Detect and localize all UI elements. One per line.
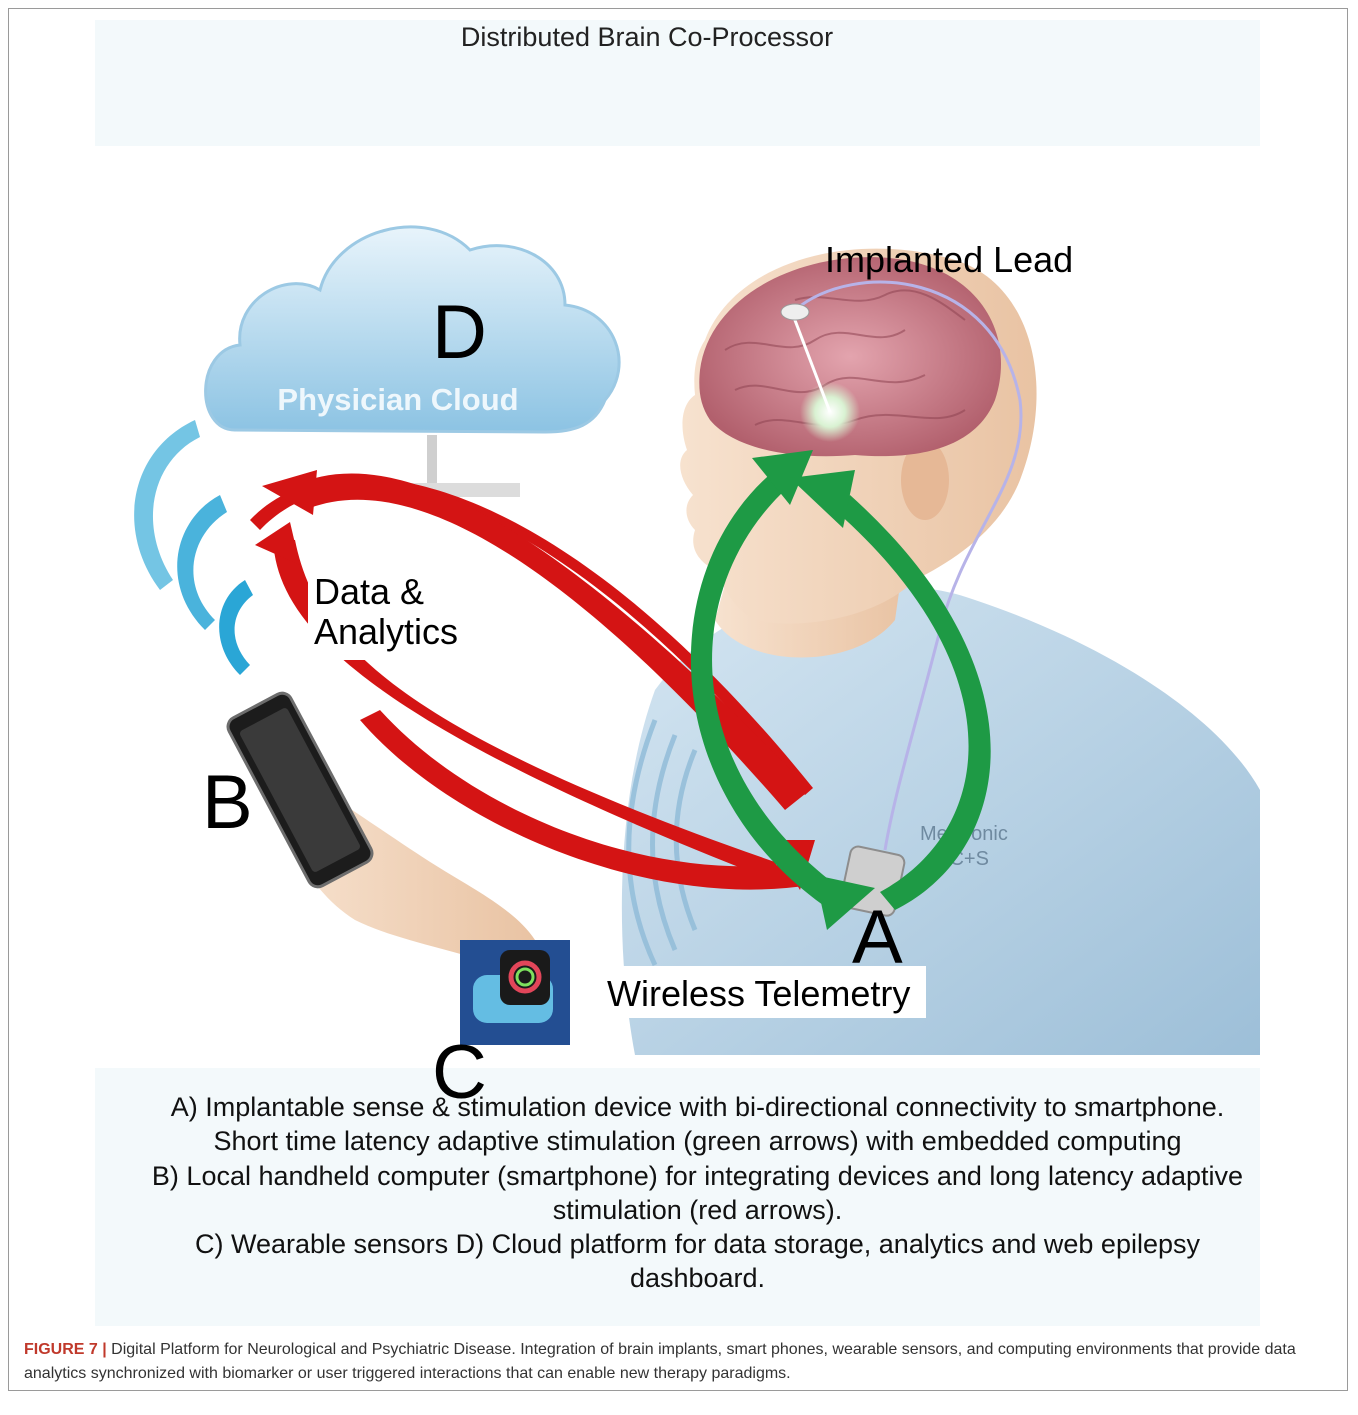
- figure-caption: FIGURE 7 | Digital Platform for Neurolog…: [24, 1338, 1334, 1385]
- green-arrowhead-right: [790, 470, 855, 528]
- label-wireless-telemetry: Wireless Telemetry: [607, 973, 911, 1014]
- wifi-icon: [134, 420, 253, 675]
- watch-face: [500, 950, 550, 1005]
- label-implanted-lead: Implanted Lead: [825, 239, 1074, 280]
- wireless-box: [598, 966, 926, 1018]
- green-arrow-left-body: [690, 470, 840, 910]
- illustration: Medtronic RC+S Physician Cloud: [134, 225, 1260, 1055]
- label-cloud-letter: D: [432, 290, 487, 375]
- label-device-letter: A: [852, 895, 903, 980]
- caption-text: Digital Platform for Neurological and Ps…: [24, 1341, 1296, 1382]
- figure-title: Distributed Brain Co-Processor: [460, 22, 834, 52]
- label-watch-letter: C: [432, 1030, 487, 1115]
- lead-cable: [794, 280, 1023, 851]
- red-arrow-top-body: [295, 473, 810, 810]
- cloud-shape: [204, 225, 621, 434]
- label-data-analytics-2: Analytics: [314, 611, 459, 652]
- description-cd: C) Wearable sensors D) Cloud platform fo…: [195, 1229, 1200, 1294]
- red-arrowhead-left: [255, 522, 300, 565]
- green-arrow-right-body: [837, 495, 991, 910]
- red-arrow-outer: [250, 477, 813, 795]
- description-band: [95, 1068, 1260, 1326]
- red-arrowhead-top: [262, 470, 317, 515]
- brain: [699, 257, 1001, 457]
- person-shirt: [621, 585, 1260, 1055]
- title-band: [95, 20, 1260, 146]
- cloud-stand-pole: [427, 435, 437, 485]
- data-analytics-box: [308, 568, 466, 660]
- label-data-analytics-1: Data &: [314, 571, 425, 612]
- person-ear: [901, 440, 949, 520]
- lead-burr-cap: [780, 303, 810, 321]
- lead-wire: [791, 314, 832, 413]
- green-arrowhead-device: [815, 875, 875, 930]
- description-a: A) Implantable sense & stimulation devic…: [170, 1092, 1225, 1157]
- description: A) Implantable sense & stimulation devic…: [150, 1090, 1245, 1296]
- smartphone-screen: [240, 708, 360, 872]
- red-arrow-bottom-body: [360, 710, 810, 890]
- watch-ring: [508, 960, 542, 994]
- label-phone-letter: B: [202, 760, 253, 845]
- green-arrowhead-left: [752, 450, 813, 505]
- caption-label: FIGURE 7 |: [24, 1341, 107, 1358]
- green-arrows: [690, 450, 991, 930]
- cloud-name: Physician Cloud: [277, 382, 518, 417]
- figure-frame: [8, 8, 1348, 1391]
- red-arrow-left-body: [273, 537, 785, 885]
- description-b: B) Local handheld computer (smartphone) …: [151, 1160, 1244, 1225]
